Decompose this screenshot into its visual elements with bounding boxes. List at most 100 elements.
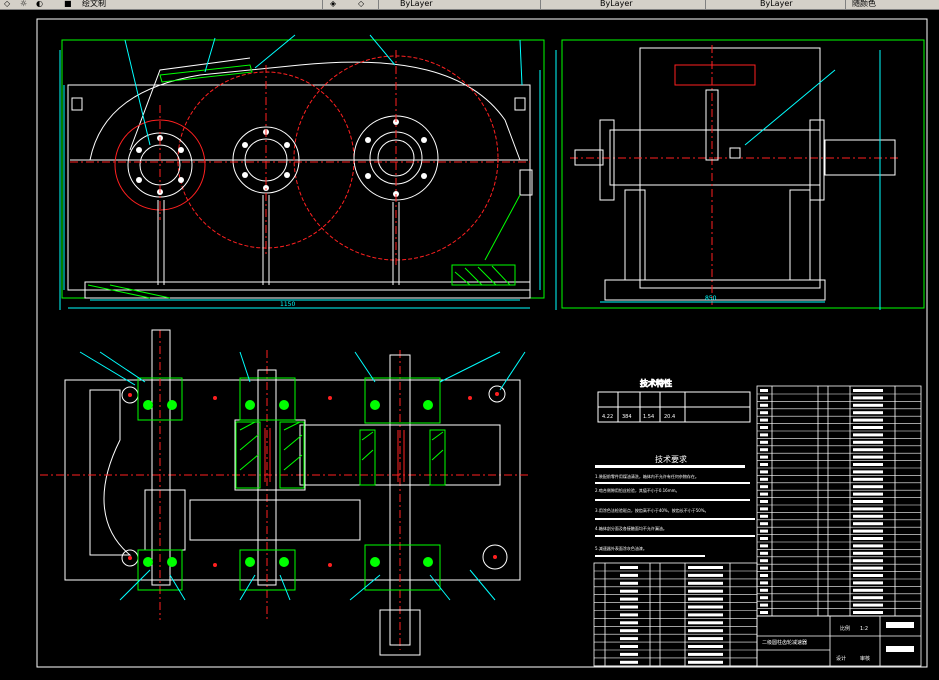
parts-row-cell [620,660,638,664]
parts-row-cell [760,537,768,540]
parts-row-cell [760,581,768,585]
tech-req-line-5: 5.减速器外表面涂灰色油漆。 [595,545,647,551]
parts-row-cell [760,389,768,392]
parts-row-cell [853,485,883,489]
drawing-frame [36,18,928,668]
parts-row-cell [853,492,883,496]
parts-row-cell [853,440,883,444]
parts-row-cell [853,426,883,429]
parts-row-cell [760,396,768,400]
parts-row-cell [853,514,883,518]
parts-row-cell [688,573,723,577]
parts-row-cell [688,581,723,585]
parts-row-cell [853,551,883,555]
parts-row-cell [853,455,883,459]
plotstyle-dropdown[interactable]: 随颜色 [852,0,876,8]
match-layer-icon[interactable]: ◈ [330,0,337,8]
parts-row-cell [760,440,768,444]
parts-row-cell [760,500,768,503]
parts-row-cell [853,433,883,437]
parts-row-cell [620,613,638,617]
parts-row-cell [853,396,883,400]
layer-icon[interactable]: ◇ [4,0,11,8]
parts-row-cell [760,433,768,437]
parts-row-cell [760,455,768,459]
parts-row-cell [620,652,638,656]
parts-row-cell [760,448,768,452]
parts-row-cell [853,522,883,526]
parts-list-lower-rows [594,566,757,667]
front-view: 1150 [59,34,545,310]
parts-row-cell [853,403,883,407]
parts-row-cell [760,477,768,481]
title-block-cell-2: 审核 [860,655,870,662]
drawing-canvas[interactable]: 1150 850 [0,10,939,675]
parts-row-cell [760,588,768,592]
parts-row-cell [853,588,883,592]
side-view: 850 [555,39,925,310]
parts-row-cell [760,485,768,489]
parts-row-cell [760,403,768,407]
parts-row-cell [853,581,883,585]
parts-row-cell [760,574,768,577]
layer-state-icon[interactable]: ☼ [20,0,28,8]
parts-row-cell [688,605,723,609]
parts-row-cell [853,470,883,474]
tech-char-val-3: 1.54 [643,414,654,420]
tech-char-val-4: 20.4 [664,414,675,420]
parts-row-cell [853,596,883,600]
layer-previous-icon[interactable]: ◇ [358,0,365,8]
parts-row-cell [853,463,883,466]
parts-row-cell [853,500,883,503]
parts-row-cell [688,613,723,617]
tech-char-title: 技术特性 [640,378,672,388]
parts-list [756,385,922,617]
parts-list-lower [593,562,758,667]
parts-row-cell [853,603,883,607]
parts-row-cell [760,522,768,526]
parts-row-cell [853,507,883,511]
parts-row-cell [620,573,638,577]
color-dropdown[interactable]: ByLayer [400,0,433,8]
lineweight-dropdown[interactable]: ByLayer [760,0,793,8]
parts-list-rows [757,389,921,617]
parts-row-cell [853,574,883,577]
parts-row-cell [688,660,723,664]
parts-row-cell [760,603,768,607]
parts-row-cell [760,566,768,570]
parts-row-cell [620,605,638,609]
tech-req-line-3: 3.用涂色法检验斑点，按齿高不小于40%，按齿长不小于50%。 [595,507,709,513]
tech-req-title: 技术要求 [655,454,687,464]
parts-row-cell [853,566,883,570]
title-block-cell-3: 比例 [840,625,850,632]
tech-req-block: 技术要求 1.装配前零件用煤油清洗，箱体内不允许有任何杂物存在。 2.啮合侧隙用… [595,454,755,557]
parts-row-cell [688,637,723,641]
parts-row-cell [760,551,768,555]
title-block: 二级圆柱齿轮减速器 设计 审核 比例 1:2 [756,615,922,667]
side-dim-width: 850 [705,295,717,302]
parts-row-cell [620,597,638,601]
parts-row-cell [688,597,723,601]
parts-row-cell [853,411,883,415]
parts-row-cell [853,559,883,563]
lock-icon[interactable]: ◐ [36,0,43,8]
parts-row-cell [688,629,723,633]
tech-req-line-1: 1.装配前零件用煤油清洗，箱体内不允许有任何杂物存在。 [595,473,699,479]
parts-row-cell [620,589,638,593]
parts-row-cell [760,426,768,429]
parts-row-cell [853,448,883,452]
parts-row-cell [688,645,723,648]
tech-req-line-2: 2.啮合侧隙用铅丝检验，其值不小于0.16mm。 [595,487,680,493]
title-block-cell-4: 1:2 [860,626,868,632]
parts-row-cell [760,514,768,518]
layer-color-icon[interactable]: ■ [64,0,72,8]
parts-row-cell [853,389,883,392]
parts-row-cell [620,629,638,633]
parts-row-cell [688,566,723,569]
parts-row-cell [853,418,883,422]
plan-view [40,329,530,656]
toolbar-layer-name[interactable]: 绘文制 [82,0,106,8]
title-block-cell-1: 设计 [836,655,846,662]
parts-row-cell [620,637,638,641]
linetype-dropdown[interactable]: ByLayer [600,0,633,8]
